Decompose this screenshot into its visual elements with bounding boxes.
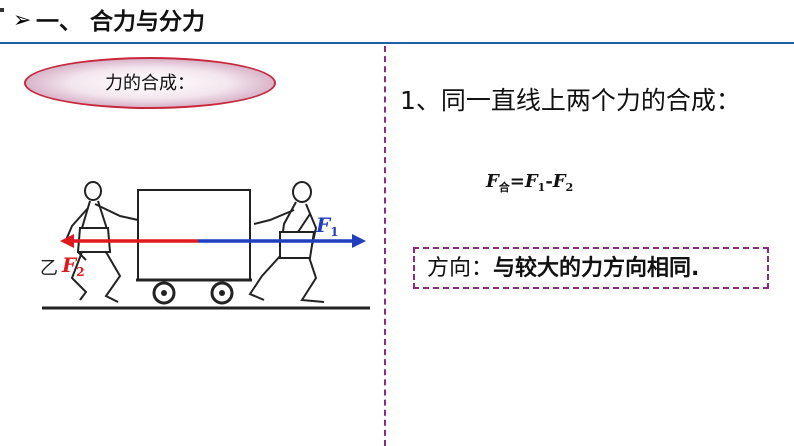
direction-end: . — [691, 256, 700, 281]
subsection-heading: 1、同一直线上两个力的合成： — [400, 86, 741, 115]
right-person — [248, 181, 325, 303]
slide-header: ➢ 一、 合力与分力 — [0, 0, 794, 44]
illustration-svg: 乙 F2 F1 — [40, 181, 370, 310]
push-pull-illustration: 乙 F2 F1 — [40, 168, 376, 320]
column-divider — [384, 46, 386, 446]
topic-label: 力的合成： — [105, 73, 195, 94]
person-label: 乙 — [40, 258, 58, 279]
f2-arrow-head-icon — [60, 234, 74, 248]
f1-arrow-head-icon — [352, 234, 366, 248]
left-person — [65, 181, 139, 303]
f1-label: F1 — [315, 213, 339, 239]
direction-value: 与较大的力方向相同 — [493, 256, 692, 281]
arrow-bullet-icon: ➢ — [13, 8, 32, 33]
topic-ellipse: 力的合成： — [24, 57, 276, 109]
direction-text: 方向：与较大的力方向相同. — [427, 255, 699, 283]
cart-box — [137, 189, 251, 281]
direction-label: 方向： — [427, 256, 494, 281]
corner-mark — [0, 8, 4, 12]
direction-box: 方向：与较大的力方向相同. — [413, 247, 769, 289]
section-title: 一、 合力与分力 — [36, 9, 206, 35]
resultant-formula: F合=F1-F2 — [486, 171, 574, 194]
f2-label: F2 — [61, 253, 85, 279]
